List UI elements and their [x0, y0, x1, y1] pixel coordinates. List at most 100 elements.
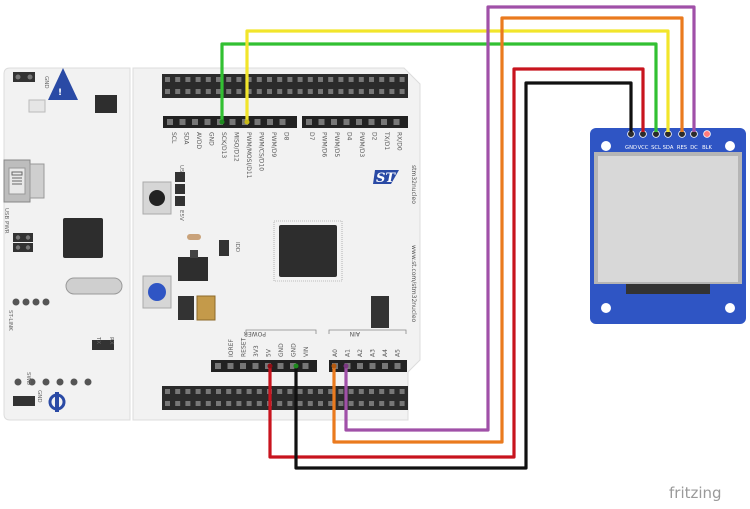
flex-cable	[626, 284, 710, 294]
morpho-top-pin	[399, 89, 405, 94]
wire-endpoints	[219, 119, 349, 369]
crystal-small	[187, 234, 201, 240]
morpho-bottom-pin	[287, 401, 293, 406]
morpho-bottom-pin	[175, 389, 181, 394]
morpho-top-pin	[328, 77, 334, 82]
morpho-bottom-pin	[185, 389, 191, 394]
morpho-bottom-pin	[379, 389, 385, 394]
morpho-top-pin	[348, 77, 354, 82]
morpho-bottom-pin	[379, 401, 385, 406]
e5v-label: E5V	[178, 210, 184, 221]
analog-pin-label: A5	[395, 349, 402, 357]
swd-pin	[56, 378, 64, 386]
morpho-bottom-pin	[389, 389, 395, 394]
header-pin	[204, 119, 211, 125]
top-pin-label: D8	[283, 132, 290, 141]
header-pin	[179, 119, 186, 125]
morpho-bottom-pin	[338, 401, 344, 406]
ain-bracket	[328, 329, 407, 334]
morpho-top-pin	[399, 77, 405, 82]
morpho-bottom-pin	[236, 389, 242, 394]
stlink-mcu	[63, 218, 103, 258]
power-pin-label: GND	[291, 343, 298, 357]
morpho-bottom-pin	[399, 401, 405, 406]
morpho-bottom-pin	[165, 389, 170, 394]
morpho-top-pin	[379, 77, 385, 82]
morpho-top-pin	[358, 89, 364, 94]
morpho-bottom-pin	[195, 389, 201, 394]
jumper-pin	[175, 184, 185, 194]
header-pin	[167, 119, 173, 125]
header-pin	[240, 363, 246, 369]
svg-text:!: !	[58, 88, 62, 98]
top-pin-label: PWM/D9	[270, 132, 277, 157]
morpho-top-pin	[277, 77, 283, 82]
swd-label: SWD	[25, 372, 31, 385]
jp-pin	[25, 245, 31, 250]
morpho-bottom-pin	[348, 401, 354, 406]
morpho-top-pin	[256, 77, 262, 82]
morpho-bottom-pin	[165, 401, 170, 406]
morpho-header-top	[162, 74, 408, 98]
morpho-bottom-pin	[236, 401, 242, 406]
header-pin	[227, 363, 234, 369]
analog-pin-label: A3	[370, 349, 377, 357]
display-screen	[598, 156, 738, 282]
morpho-bottom-pin	[307, 389, 313, 394]
wire-orange-a0	[332, 16, 684, 444]
capacitor-black	[178, 296, 194, 320]
wire-purple-a1	[344, 5, 696, 432]
mount-hole-tl	[601, 141, 611, 151]
header-pin	[254, 119, 261, 125]
jp-pin	[15, 235, 21, 240]
morpho-top-pin	[287, 77, 293, 82]
display-pin-label: VCC	[638, 145, 649, 151]
morpho-bottom-pin	[256, 401, 262, 406]
gnd-bottom-label: GND	[36, 390, 42, 403]
pcb-logo	[48, 392, 66, 412]
morpho-bottom-pin	[195, 401, 201, 406]
morpho-bottom-pin	[205, 389, 211, 394]
morpho-bottom-pin	[205, 401, 211, 406]
morpho-header-left	[13, 233, 33, 252]
morpho-top-pin	[267, 89, 272, 94]
morpho-bottom-pin	[399, 389, 405, 394]
header-pin	[290, 363, 296, 369]
top-pin-label: GND	[208, 132, 215, 146]
top-pin-label: PWM/CS/D10	[258, 132, 265, 171]
header-pin	[302, 363, 309, 369]
morpho-top-pin	[236, 77, 242, 82]
morpho-top-pin	[185, 89, 191, 94]
eeprom-chip	[95, 95, 117, 113]
morpho-top-pin	[205, 89, 211, 94]
morpho-bottom-pin	[175, 401, 181, 406]
morpho-top-pin	[389, 77, 395, 82]
morpho-bottom-pin	[216, 389, 221, 394]
stlink-pin	[42, 298, 50, 306]
morpho-top-pin	[307, 77, 313, 82]
morpho-bottom-pin	[389, 401, 395, 406]
display-pin-label: SDA	[663, 145, 674, 151]
fritzing-watermark: fritzing	[669, 484, 722, 502]
analog-pin-label: A4	[382, 349, 389, 357]
header-pin	[369, 363, 376, 369]
morpho-bottom-pin	[328, 389, 334, 394]
morpho-top-pin	[348, 89, 354, 94]
gnd-bottom-header	[13, 396, 35, 406]
wires	[220, 5, 696, 470]
header-pin	[382, 363, 388, 369]
morpho-top-pin	[307, 89, 313, 94]
morpho-top-pin	[205, 77, 211, 82]
morpho-bottom-pin	[277, 389, 283, 394]
header-pin	[393, 119, 400, 125]
swd-pin	[84, 378, 92, 386]
jumper-pin	[175, 196, 185, 206]
top-pin-label: SCK/D13	[220, 132, 227, 158]
morpho-top-pin	[267, 77, 272, 82]
morpho-bottom-pin	[318, 401, 323, 406]
morpho-bottom-pin	[297, 401, 303, 406]
header-pin	[277, 363, 284, 369]
display-pin-label: DC	[690, 145, 698, 151]
